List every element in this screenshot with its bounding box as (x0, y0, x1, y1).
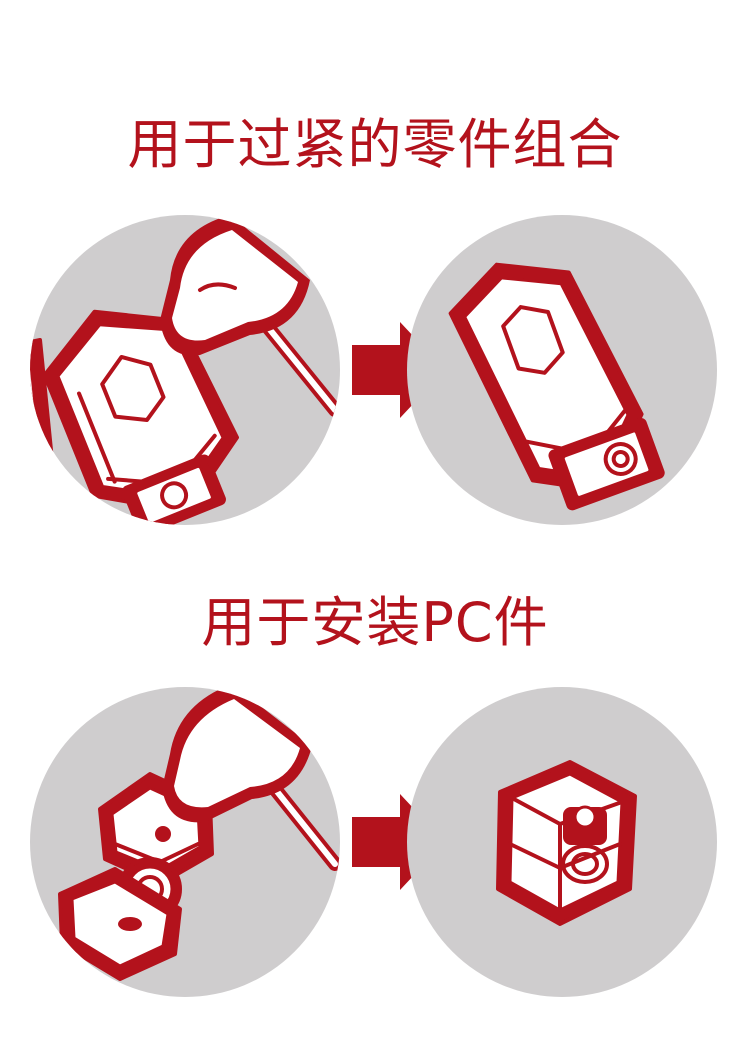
assembled-pc-part-icon (496, 760, 637, 926)
screwdriver-icon (160, 215, 340, 417)
pc-illustration-svg (30, 687, 717, 997)
assembled-part-icon (448, 262, 665, 511)
pc-illustration (0, 684, 750, 1004)
screwdriver-icon-2 (162, 687, 340, 871)
overfit-illustration-svg (30, 215, 717, 525)
pc-before-scene (58, 687, 340, 981)
lower-part-icon (58, 867, 182, 981)
overfit-title: 用于过紧的零件组合 (127, 113, 623, 176)
tight-part-icon (42, 309, 240, 525)
after-scene (448, 262, 665, 511)
overfit-illustration (0, 210, 750, 530)
pc-title: 用于安装PC件 (201, 591, 549, 654)
